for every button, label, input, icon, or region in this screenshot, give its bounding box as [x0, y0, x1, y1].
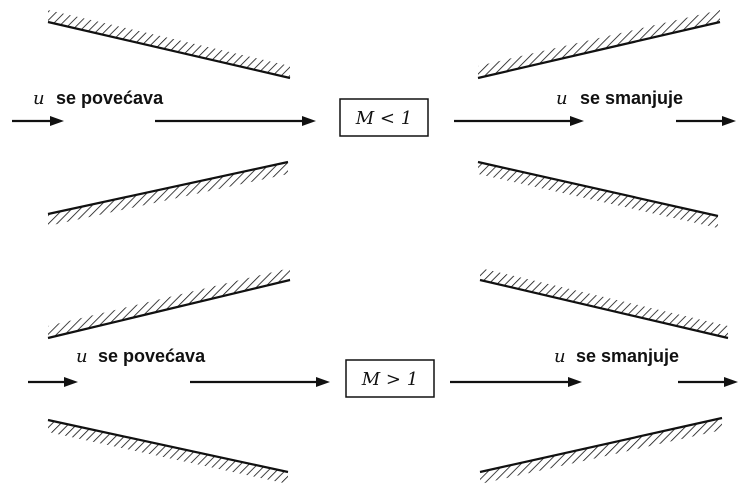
velocity-decreases-label: se smanjuje — [580, 88, 683, 108]
flow-arrow — [28, 377, 78, 387]
flow-arrow — [450, 377, 582, 387]
velocity-symbol: u — [33, 88, 45, 109]
wall-upper-right — [479, 268, 729, 340]
supersonic-panel: u se povećava M > 1 u se smanjuje — [28, 268, 738, 484]
velocity-increases-label: se povećava — [56, 88, 164, 108]
flow-arrow — [190, 377, 330, 387]
mach-label-supersonic: M > 1 — [361, 369, 418, 390]
flow-arrow — [678, 377, 738, 387]
mach-box-subsonic — [339, 98, 429, 137]
flow-arrow — [676, 116, 736, 126]
flow-arrow — [454, 116, 584, 126]
wall-upper-right — [477, 10, 721, 80]
velocity-increases-label: se povećava — [98, 346, 206, 366]
mach-label-subsonic: M < 1 — [355, 108, 412, 129]
subsonic-panel: u se povećava M < 1 u se smanjuje — [12, 10, 736, 228]
velocity-symbol: u — [556, 88, 568, 109]
wall-lower-left — [47, 160, 289, 226]
velocity-symbol: u — [76, 346, 88, 367]
wall-lower-left — [47, 418, 289, 484]
mach-box-supersonic — [345, 359, 435, 398]
wall-lower-right — [477, 160, 719, 228]
wall-lower-right — [479, 416, 723, 484]
flow-arrow — [12, 116, 64, 126]
velocity-decreases-label: se smanjuje — [576, 346, 679, 366]
flow-arrow — [155, 116, 316, 126]
wall-upper-left — [47, 268, 291, 340]
velocity-symbol: u — [554, 346, 566, 367]
wall-upper-left — [47, 10, 291, 80]
